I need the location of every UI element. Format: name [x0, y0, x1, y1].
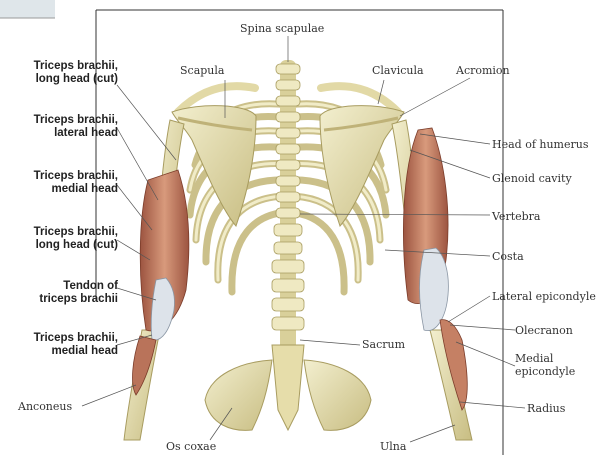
label-triceps-long-head-1-line1: Triceps brachii, [6, 60, 118, 73]
label-triceps-long-head-2-line2: long head (cut) [6, 239, 118, 252]
os-coxae-left [205, 360, 272, 430]
label-glenoid-cavity: Glenoid cavity [492, 172, 572, 185]
corner-sketch [0, 0, 55, 18]
label-triceps-long-head-1: Triceps brachii, long head (cut) [6, 60, 118, 86]
label-triceps-medial-head-2: Triceps brachii, medial head [6, 332, 118, 358]
label-tendon-triceps-line1: Tendon of [6, 280, 118, 293]
label-acromion: Acromion [456, 64, 510, 77]
label-anconeus: Anconeus [18, 400, 72, 413]
label-triceps-long-head-2-line1: Triceps brachii, [6, 226, 118, 239]
label-triceps-lateral-head-line2: lateral head [6, 127, 118, 140]
label-olecranon: Olecranon [515, 324, 573, 337]
label-medial-epicondyle-line2: epicondyle [515, 365, 575, 378]
label-triceps-medial-head-1-line2: medial head [6, 183, 118, 196]
vertebral-column [272, 60, 304, 380]
label-medial-epicondyle: Medial epicondyle [515, 352, 575, 378]
label-radius: Radius [527, 402, 565, 415]
label-triceps-medial-head-1: Triceps brachii, medial head [6, 170, 118, 196]
label-triceps-lateral-head: Triceps brachii, lateral head [6, 114, 118, 140]
label-lateral-epicondyle: Lateral epicondyle [492, 290, 596, 303]
label-costa: Costa [492, 250, 524, 263]
label-medial-epicondyle-line1: Medial [515, 352, 575, 365]
label-ulna: Ulna [380, 440, 406, 453]
label-triceps-medial-head-1-line1: Triceps brachii, [6, 170, 118, 183]
tendon-triceps-left [151, 278, 174, 340]
label-tendon-triceps-line2: triceps brachii [6, 293, 118, 306]
sacrum-bone [272, 345, 304, 430]
label-triceps-medial-head-2-line1: Triceps brachii, [6, 332, 118, 345]
label-os-coxae: Os coxae [166, 440, 216, 453]
label-triceps-long-head-1-line2: long head (cut) [6, 73, 118, 86]
label-vertebra: Vertebra [492, 210, 541, 223]
label-spina-scapulae: Spina scapulae [240, 22, 324, 35]
tendon-triceps-right [420, 248, 449, 331]
label-triceps-medial-head-2-line2: medial head [6, 345, 118, 358]
label-triceps-long-head-2: Triceps brachii, long head (cut) [6, 226, 118, 252]
label-clavicula: Clavicula [372, 64, 424, 77]
label-tendon-triceps: Tendon of triceps brachii [6, 280, 118, 306]
os-coxae-right [304, 360, 371, 430]
label-triceps-lateral-head-line1: Triceps brachii, [6, 114, 118, 127]
label-head-of-humerus: Head of humerus [492, 138, 589, 151]
label-sacrum: Sacrum [362, 338, 405, 351]
label-scapula: Scapula [180, 64, 224, 77]
